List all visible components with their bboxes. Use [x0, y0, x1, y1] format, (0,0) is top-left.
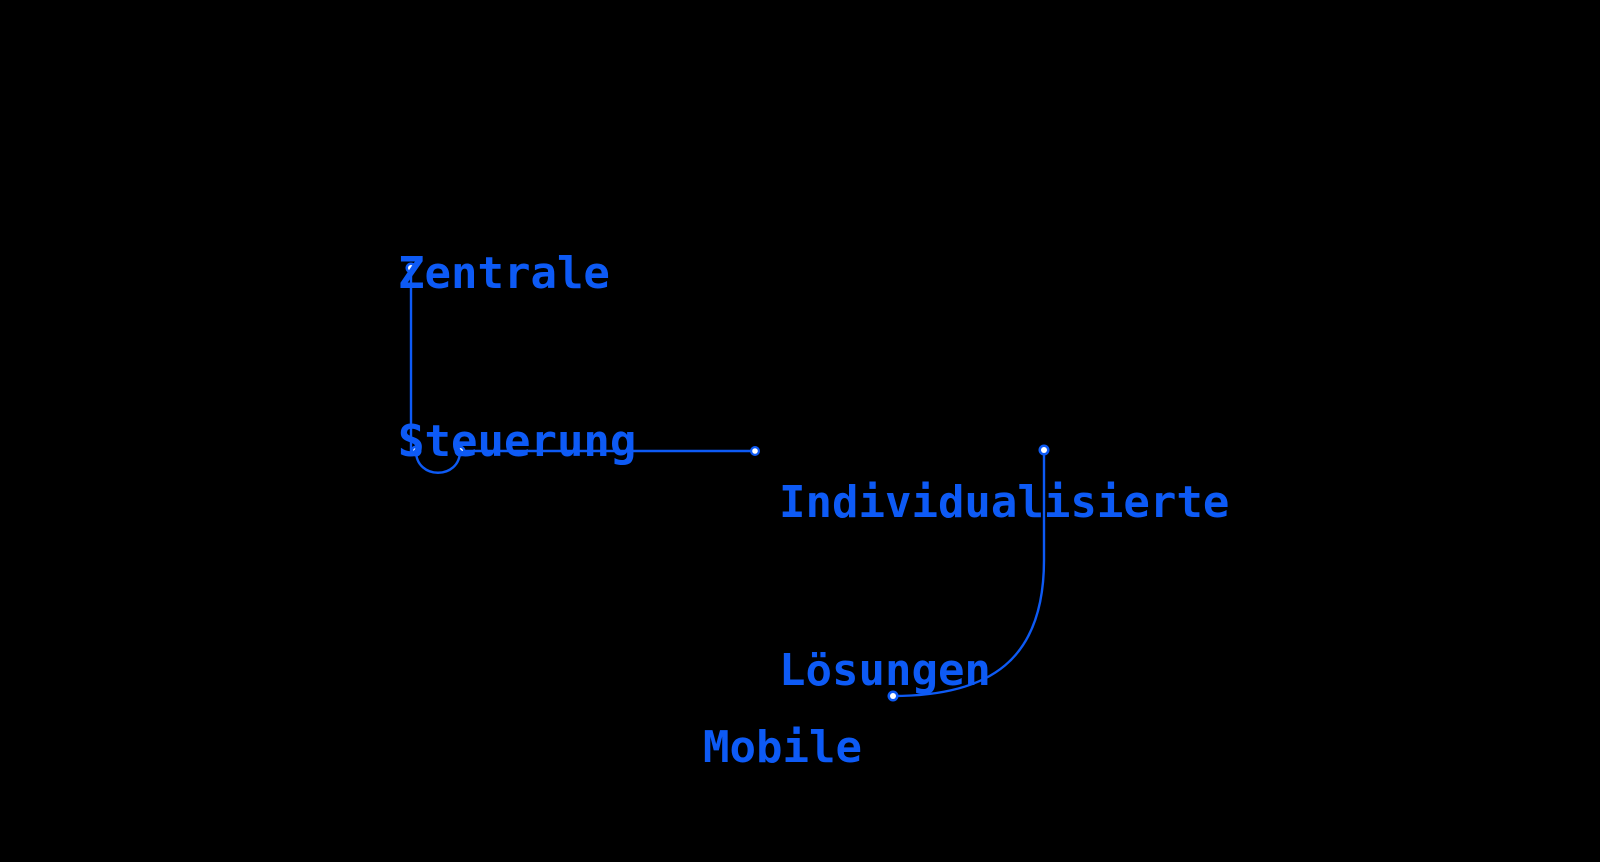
- node-label-mobile-sicherheit: Mobile Sicherheit: [462, 608, 862, 862]
- node-label-line-2: Steuerung: [398, 416, 637, 467]
- node-label-line-1: Zentrale: [398, 248, 610, 299]
- node-dot-outer-ring: [750, 446, 760, 456]
- node-dot-inner-core: [752, 448, 758, 454]
- node-label-line-1: Mobile: [703, 722, 862, 773]
- marker-loesungen-inbound[interactable]: [750, 446, 760, 456]
- node-label-individualisierte-loesungen: Individualisierte Lösungen: [779, 363, 1229, 811]
- node-label-line-1: Individualisierte: [779, 477, 1230, 528]
- node-label-line-2: Lösungen: [779, 645, 991, 696]
- node-label-zentrale-steuerung: Zentrale Steuerung: [398, 134, 636, 582]
